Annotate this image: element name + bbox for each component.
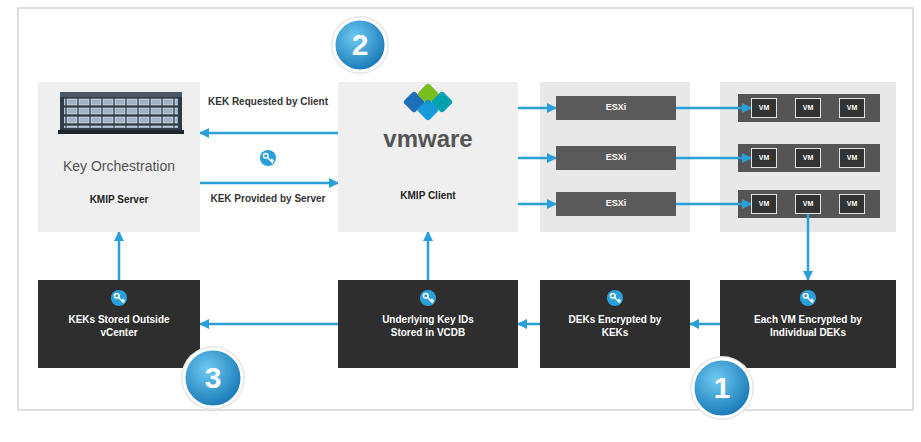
step-box: DEKs Encrypted by KEKs xyxy=(540,280,690,368)
esxi-host-box: ESXi xyxy=(556,192,676,216)
step-box: Each VM Encrypted by Individual DEKs xyxy=(720,280,896,368)
step-text: DEKs Encrypted by KEKs xyxy=(568,314,662,339)
flow-arrow xyxy=(676,203,751,206)
server-box: Key OrchestrationKMIP Server xyxy=(38,82,200,232)
flow-arrow xyxy=(118,232,121,280)
vm-row xyxy=(738,190,880,218)
vm-icon: VM xyxy=(839,98,865,118)
flow-arrow xyxy=(200,182,338,185)
vm-label: VM xyxy=(847,154,858,163)
vm-row xyxy=(738,94,880,122)
vm-label: VM xyxy=(803,154,814,163)
vm-icon: VM xyxy=(795,98,821,118)
vm-icon: VM xyxy=(751,98,777,118)
host-label: ESXi xyxy=(606,152,627,163)
vm-row xyxy=(738,144,880,172)
key-icon xyxy=(800,290,816,306)
step-box: KEKs Stored Outside vCenter xyxy=(38,280,200,368)
vm-icon: VM xyxy=(795,148,821,168)
esxi-panel xyxy=(540,82,690,232)
node-label: KMIP Server xyxy=(90,194,149,207)
step-text: Each VM Encrypted by Individual DEKs xyxy=(752,314,864,339)
callout-circle xyxy=(181,16,754,420)
step-text: Underlying Key IDs Stored in VCDB xyxy=(368,314,488,339)
vm-icon: VM xyxy=(795,194,821,214)
vm-icon: VM xyxy=(839,194,865,214)
flow-arrow xyxy=(690,323,720,326)
step-text: KEKs Stored Outside vCenter xyxy=(60,314,178,339)
flow-arrow xyxy=(518,157,556,160)
flow-arrow xyxy=(807,214,810,280)
host-label: ESXi xyxy=(606,102,627,113)
key-icon xyxy=(607,290,623,306)
client-box: vmwareKMIP Client xyxy=(338,82,518,232)
flow-arrow xyxy=(200,132,338,135)
vm-icon: VM xyxy=(751,148,777,168)
key-icon xyxy=(260,150,276,166)
vm-label: VM xyxy=(847,104,858,113)
vmware-logo xyxy=(403,83,454,122)
vm-label: VM xyxy=(759,154,770,163)
flow-arrow xyxy=(518,203,556,206)
frame xyxy=(18,8,913,410)
edge-label: KEK Requested by Client xyxy=(206,96,330,108)
flow-arrow xyxy=(518,107,556,110)
flow-arrow xyxy=(676,107,751,110)
flow-arrow xyxy=(518,323,540,326)
host-label: ESXi xyxy=(606,198,627,209)
vm-label: VM xyxy=(759,104,770,113)
vm-label: VM xyxy=(847,200,858,209)
callout-number: 1 xyxy=(702,370,742,406)
vm-label: VM xyxy=(759,200,770,209)
key-icon xyxy=(111,290,127,306)
node-label: KMIP Client xyxy=(400,190,455,203)
callout-number: 2 xyxy=(340,27,380,63)
vm-icon: VM xyxy=(839,148,865,168)
esxi-host-box: ESXi xyxy=(556,96,676,120)
flow-arrow xyxy=(200,323,338,326)
esxi-host-box: ESXi xyxy=(556,146,676,170)
edge-label: KEK Provided by Server xyxy=(206,193,330,205)
flow-arrow xyxy=(427,232,430,280)
step-box: Underlying Key IDs Stored in VCDB xyxy=(338,280,518,368)
vm-label: VM xyxy=(803,200,814,209)
key-icon xyxy=(420,290,436,306)
callout-number: 3 xyxy=(193,360,233,396)
flow-arrow xyxy=(676,157,751,160)
vm-label: VM xyxy=(803,104,814,113)
logo-text: vmware xyxy=(383,124,472,154)
server-illustration xyxy=(58,92,184,134)
node-title: Key Orchestration xyxy=(63,158,175,176)
vm-icon: VM xyxy=(751,194,777,214)
